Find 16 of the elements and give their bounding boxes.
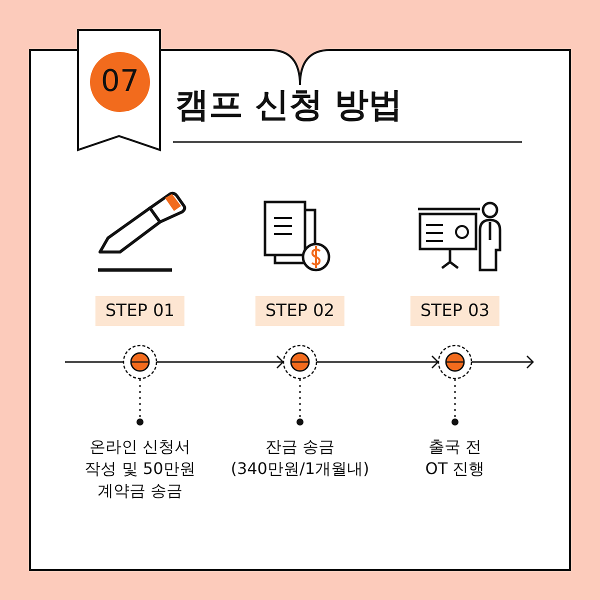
- milestone-marker: [437, 344, 473, 380]
- timeline-arrow: [317, 355, 439, 369]
- step-tag: STEP 03: [410, 296, 500, 326]
- leader-line: [136, 379, 144, 426]
- step-tag: STEP 02: [255, 296, 345, 326]
- step-tag: STEP 01: [95, 296, 185, 326]
- page-title: 캠프 신청 방법: [175, 84, 403, 127]
- milestone-marker: [282, 344, 318, 380]
- leader-line: [452, 379, 458, 426]
- step-description: 잔금 송금 (340만원/1개월내): [225, 436, 375, 480]
- timeline-arrow: [472, 355, 534, 369]
- timeline-arrow: [157, 355, 284, 369]
- milestone-marker: [122, 344, 158, 380]
- leader-line: [296, 379, 304, 426]
- step-description: 출국 전 OT 진행: [415, 436, 495, 480]
- step-description: 온라인 신청서 작성 및 50만원 계약금 송금: [81, 436, 199, 502]
